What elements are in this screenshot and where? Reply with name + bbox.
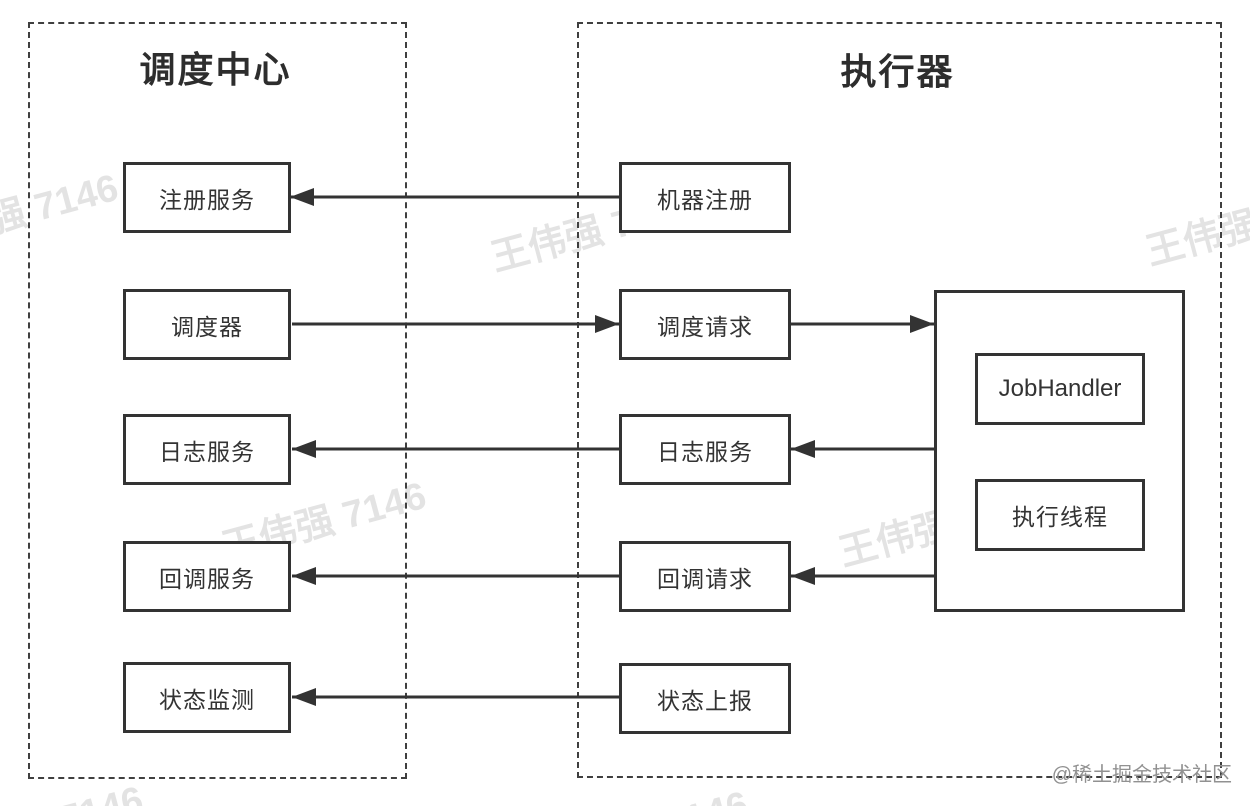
- arrowhead-left-icon: [292, 567, 316, 585]
- executor-runtime-box: [934, 290, 1185, 612]
- arrowhead-right-icon: [910, 315, 934, 333]
- scheduler-center-title: 调度中心: [139, 49, 292, 90]
- node-register-service: 注册服务: [123, 162, 291, 233]
- arrow-machine-register-to-register-service: [290, 188, 619, 206]
- arrow-schedule-request-to-runtime: [791, 315, 934, 333]
- node-callback-service: 回调服务: [123, 541, 291, 612]
- node-callback-request: 回调请求: [619, 541, 791, 612]
- arrow-scheduler-to-schedule-request: [292, 315, 619, 333]
- executor-title: 执行器: [840, 51, 955, 92]
- node-status-monitor: 状态监测: [123, 662, 291, 733]
- scheduler-center-container: [28, 22, 407, 779]
- node-status-report: 状态上报: [619, 663, 791, 734]
- arrow-callback-request-to-callback-service: [292, 567, 619, 585]
- arrowhead-left-icon: [791, 440, 815, 458]
- arrow-runtime-to-callback-request: [791, 567, 934, 585]
- node-log-service-executor: 日志服务: [619, 414, 791, 485]
- node-schedule-request: 调度请求: [619, 289, 791, 360]
- executor-container: [577, 22, 1222, 778]
- arrowhead-left-icon: [791, 567, 815, 585]
- arrow-runtime-to-log-service-executor: [791, 440, 934, 458]
- arrowhead-left-icon: [292, 440, 316, 458]
- node-scheduler: 调度器: [123, 289, 291, 360]
- watermark-text: 王伟强 7146: [537, 773, 753, 806]
- node-job-handler: JobHandler: [975, 353, 1145, 425]
- arrow-status-report-to-status-monitor: [292, 688, 619, 706]
- arrow-log-service-executor-to-log-service-center: [292, 440, 619, 458]
- node-machine-register: 机器注册: [619, 162, 791, 233]
- arrowhead-left-icon: [290, 188, 314, 206]
- arrowhead-left-icon: [292, 688, 316, 706]
- brand-watermark: @稀土掘金技术社区: [1051, 764, 1232, 786]
- node-exec-thread: 执行线程: [975, 479, 1145, 551]
- arrowhead-right-icon: [595, 315, 619, 333]
- node-log-service-center: 日志服务: [123, 414, 291, 485]
